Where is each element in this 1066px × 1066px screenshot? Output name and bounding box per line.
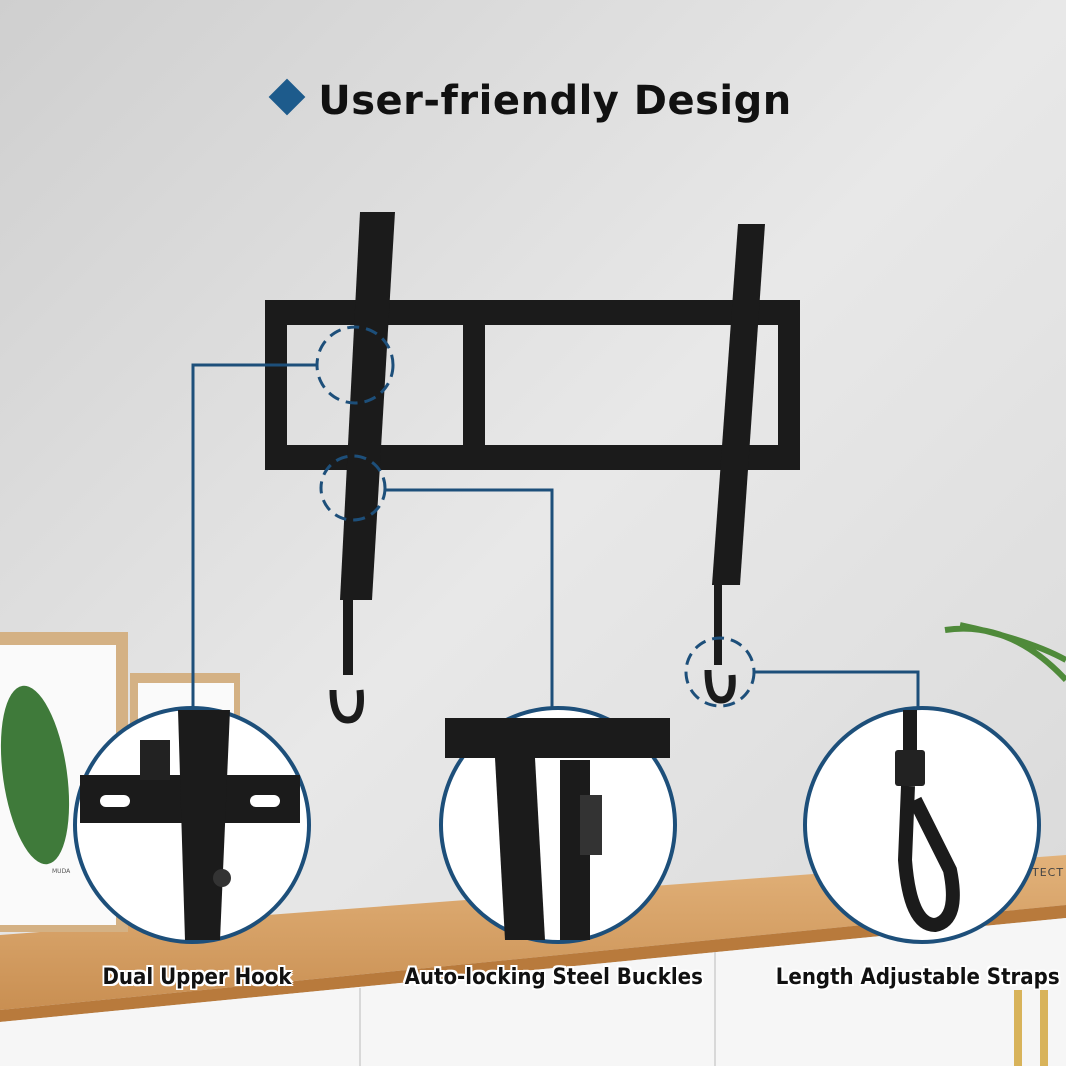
page-title: User-friendly Design	[0, 78, 1066, 124]
shelf-edge	[0, 905, 1066, 1022]
detail-strap	[803, 706, 1041, 944]
detail-steel-buckle	[439, 706, 677, 944]
plant	[944, 622, 1066, 683]
cabinet-handle	[1014, 990, 1022, 1066]
poster-text: MUDA	[52, 868, 71, 875]
diamond-icon	[268, 78, 306, 116]
cabinet	[0, 918, 1066, 1066]
box-text: TECT	[1032, 866, 1065, 879]
label-adjustable-straps: Length Adjustable Straps	[775, 965, 1060, 990]
callout-lines	[191, 325, 920, 708]
detail-upper-hook	[73, 706, 311, 944]
title-text: User-friendly Design	[318, 78, 792, 124]
label-dual-upper-hook: Dual Upper Hook	[102, 965, 292, 990]
label-auto-locking-buckles: Auto-locking Steel Buckles	[404, 965, 703, 990]
tv-mount	[265, 212, 800, 724]
leaf	[0, 685, 70, 865]
